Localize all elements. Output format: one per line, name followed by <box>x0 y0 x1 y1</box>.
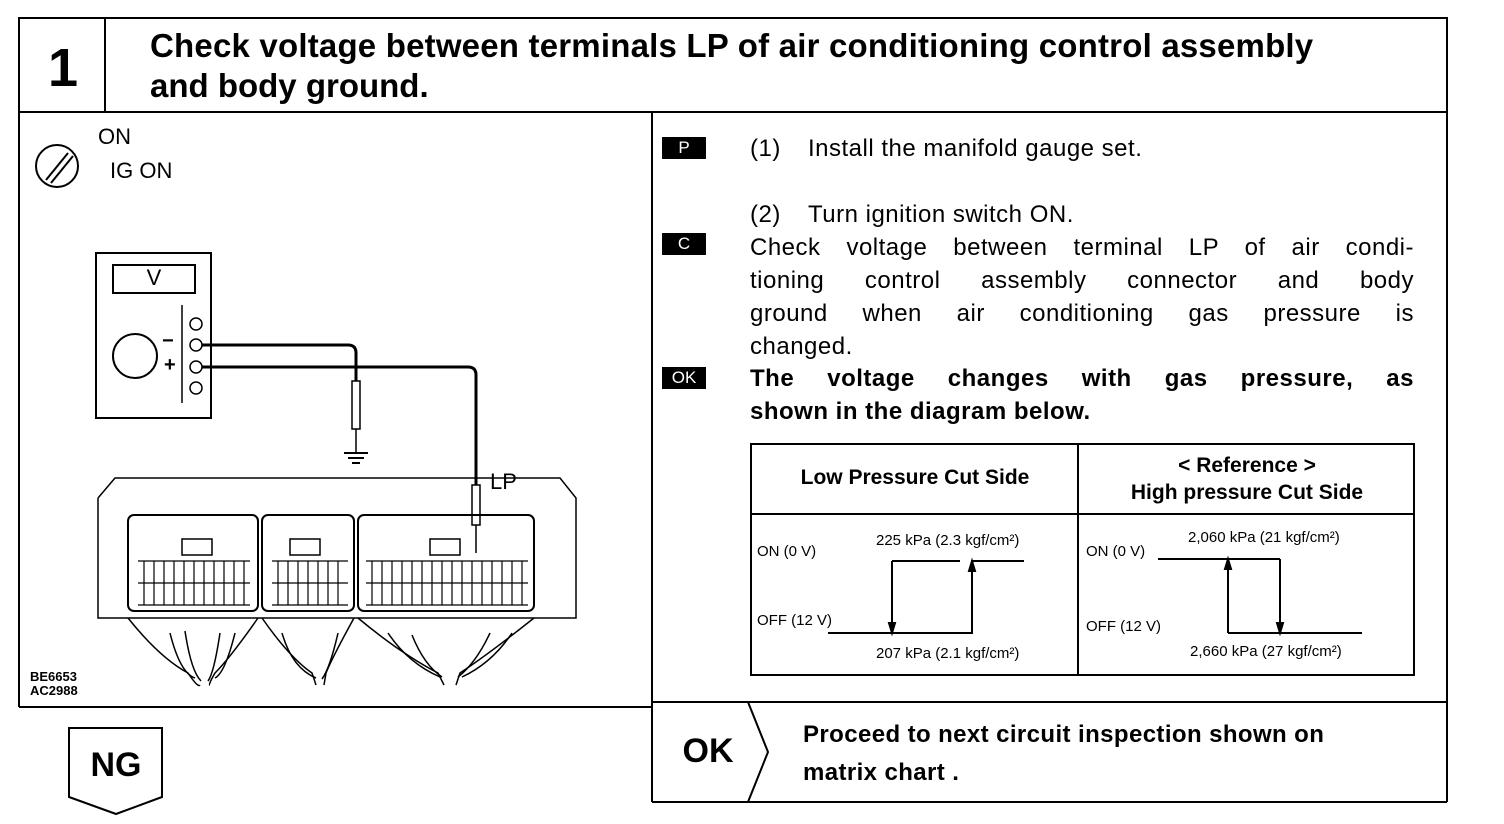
step2-text: Turn ignition switch ON. <box>808 201 1074 228</box>
check-tag: C <box>662 233 706 255</box>
step1-number: (1) <box>750 135 781 162</box>
high-pressure-waveform <box>1158 555 1362 637</box>
check-text-line-1: Check voltage between terminal LP of air… <box>750 234 1414 261</box>
reference-header: < Reference > <box>1178 454 1316 477</box>
step-number: 1 <box>47 38 79 98</box>
ignition-key-icon <box>35 144 79 188</box>
step2-number: (2) <box>750 201 781 228</box>
low-on-label: ON (0 V) <box>757 543 817 560</box>
step-title-line-1: Check voltage between terminals LP of ai… <box>150 27 1314 64</box>
figure-code-2: AC2988 <box>30 683 78 698</box>
low-pressure-waveform <box>828 557 1024 637</box>
check-text-line-2: tioning control assembly connector and b… <box>750 267 1414 294</box>
high-pressure-header: High pressure Cut Side <box>1130 481 1364 504</box>
ok-criteria-line-1: The voltage changes with gas pressure, a… <box>750 365 1414 392</box>
ok-result-label: OK <box>682 732 734 770</box>
check-text-line-3: ground when air conditioning gas pressur… <box>750 300 1414 327</box>
low-off-label: OFF (12 V) <box>757 612 833 629</box>
ok-result-text-line-1: Proceed to next circuit inspection shown… <box>803 721 1325 748</box>
low-lower-value: 207 kPa (2.1 kgf/cm²) <box>876 645 1020 662</box>
meter-plus-label: + <box>164 354 176 376</box>
voltmeter-icon <box>95 252 212 419</box>
high-lower-value: 2,660 kPa (27 kgf/cm²) <box>1190 643 1342 660</box>
ok-tag: OK <box>662 367 706 389</box>
high-on-label: ON (0 V) <box>1086 543 1146 560</box>
check-text-line-4: changed. <box>750 333 853 360</box>
wiring-illustration <box>35 144 577 687</box>
low-upper-value: 225 kPa (2.3 kgf/cm²) <box>876 532 1020 549</box>
procedure-tag: P <box>662 137 706 159</box>
high-off-label: OFF (12 V) <box>1086 618 1162 635</box>
lp-terminal-label: LP <box>490 469 517 494</box>
ng-label: NG <box>90 746 142 784</box>
meter-v-label: V <box>146 265 162 290</box>
ng-result-box <box>68 727 163 816</box>
meter-minus-label: − <box>162 330 174 352</box>
low-pressure-header: Low Pressure Cut Side <box>800 466 1030 489</box>
step-title-line-2: and body ground. <box>150 67 429 104</box>
high-upper-value: 2,060 kPa (21 kgf/cm²) <box>1188 529 1340 546</box>
figure-code-1: BE6653 <box>30 669 77 684</box>
ok-criteria-line-2: shown in the diagram below. <box>750 398 1091 425</box>
ok-result-text-line-2: matrix chart . <box>803 759 960 786</box>
pressure-diagram-table <box>750 443 1415 676</box>
control-assembly-connector-icon <box>97 477 577 687</box>
ig-on-label: IG ON <box>110 158 173 183</box>
step1-text: Install the manifold gauge set. <box>808 135 1143 162</box>
switch-on-label: ON <box>98 124 131 149</box>
